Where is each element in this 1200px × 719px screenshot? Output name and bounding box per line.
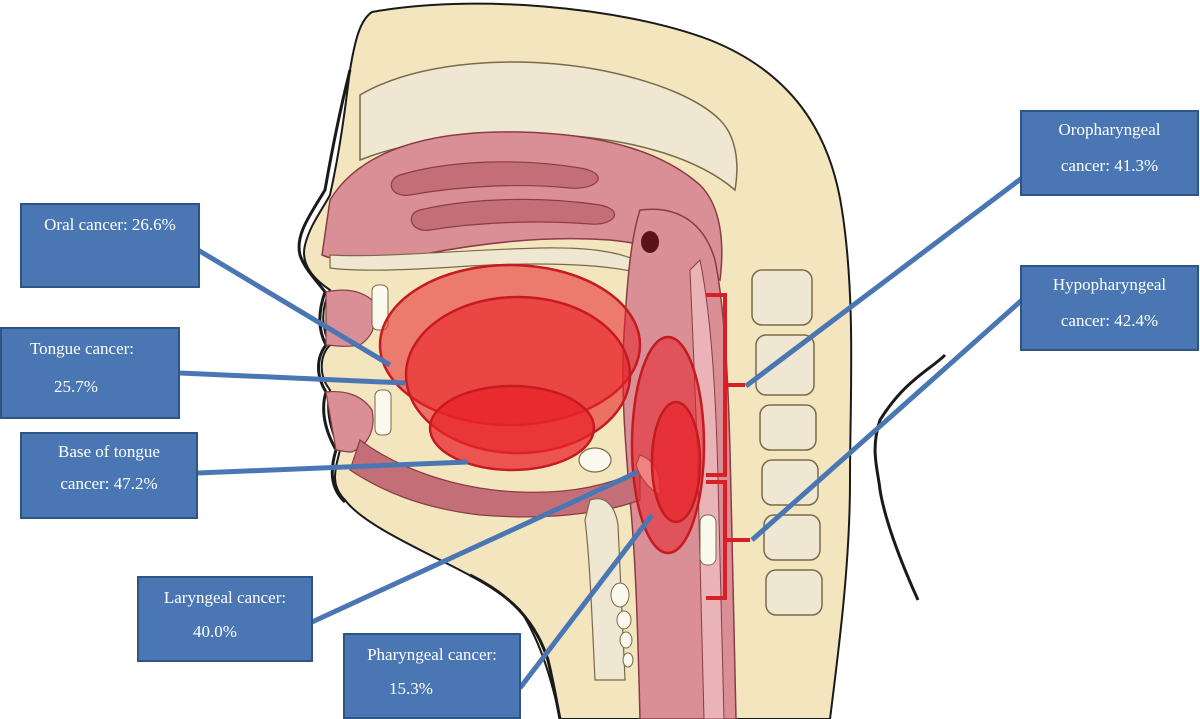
upper-lip — [325, 289, 376, 347]
vertebra — [759, 404, 817, 451]
vertebra — [761, 459, 819, 506]
laryngeal-tumor — [650, 400, 702, 524]
tracheal-ring — [622, 652, 634, 668]
tongue-cancer-label: Tongue cancer: 25.7% — [0, 327, 180, 419]
eustachian-opening — [641, 231, 659, 253]
base-of-tongue-tumor — [428, 384, 596, 472]
oropharyngeal-connector — [744, 176, 1024, 388]
hypopharynx-bracket — [706, 480, 750, 600]
vertebra — [765, 569, 823, 616]
laryngeal-cancer-label-line1: Laryngeal cancer: — [163, 588, 287, 607]
pharyngeal-cancer-label: Pharyngeal cancer: 15.3% — [343, 633, 521, 719]
tongue-connector — [179, 370, 406, 386]
base-tongue-connector — [197, 459, 469, 476]
base-of-tongue-cancer-label-line2: cancer: 47.2% — [60, 474, 158, 493]
oropharyngeal-cancer-label: Oropharyngeal cancer: 41.3% — [1020, 110, 1199, 196]
nasal-turbinate-1 — [390, 161, 599, 196]
base-of-tongue-cancer-label: Base of tongue cancer: 47.2% — [20, 432, 198, 519]
laryngeal-cancer-label: Laryngeal cancer: 40.0% — [137, 576, 313, 662]
tracheal-ring — [616, 610, 632, 630]
hypopharyngeal-cancer-label: Hypopharyngeal cancer: 42.4% — [1020, 265, 1199, 351]
laryngeal-cancer-label-line2: 40.0% — [193, 622, 237, 641]
laryngeal-connector — [310, 469, 640, 625]
pharyngeal-cancer-label-line1: Pharyngeal cancer: — [367, 645, 497, 664]
oropharyngeal-cancer-label-line1: Oropharyngeal — [1058, 120, 1161, 139]
tracheal-ring — [619, 631, 633, 649]
lower-tooth — [374, 389, 392, 436]
back-neck-outline — [873, 353, 947, 601]
hypopharyngeal-connector — [750, 298, 1024, 542]
face-profile-outline — [297, 69, 352, 504]
esophagus-wall — [699, 514, 717, 566]
oropharyngeal-cancer-label-line2: cancer: 41.3% — [1060, 156, 1159, 175]
neck-outline — [469, 573, 562, 719]
hypopharyngeal-cancer-label-line2: cancer: 42.4% — [1060, 311, 1159, 330]
vertebra — [763, 514, 821, 561]
nasal-turbinate-2 — [410, 198, 615, 231]
tracheal-ring — [610, 582, 630, 608]
lower-lip — [325, 390, 374, 453]
upper-tooth — [371, 284, 389, 331]
pharyngeal-connector — [518, 513, 654, 690]
oropharynx-bracket — [706, 293, 745, 477]
vertebra — [755, 334, 815, 396]
tongue-cancer-label-line1: Tongue cancer: — [29, 339, 135, 358]
oral-cancer-label: Oral cancer: 26.6% — [20, 203, 200, 288]
hyoid-bone — [578, 447, 612, 473]
tongue-cancer-label-line2: 25.7% — [54, 377, 98, 396]
oral-cancer-label-line1: Oral cancer: 26.6% — [44, 215, 176, 234]
pharyngeal-cancer-label-line2: 15.3% — [389, 679, 433, 698]
base-of-tongue-cancer-label-line1: Base of tongue — [58, 442, 160, 461]
hypopharyngeal-cancer-label-line1: Hypopharyngeal — [1052, 275, 1167, 294]
oral-connector — [196, 247, 392, 368]
vertebra — [751, 269, 813, 326]
